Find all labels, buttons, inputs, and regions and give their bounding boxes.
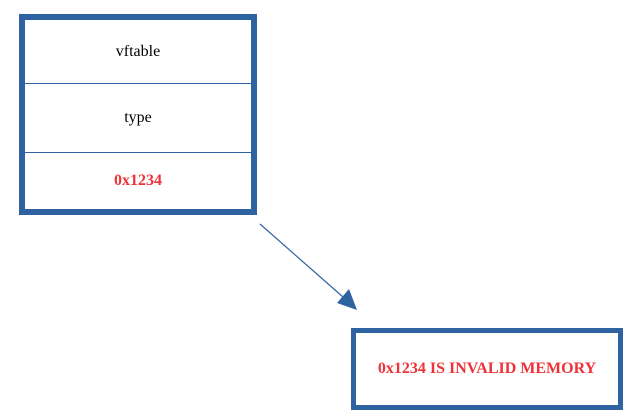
type-field: type [25,84,251,152]
field-divider [25,152,251,153]
vftable-label: vftable [115,42,161,60]
object-struct-box: vftable type 0x1234 [19,14,257,215]
arrow-head [337,289,357,310]
invalid-memory-box: 0x1234 IS INVALID MEMORY [351,328,623,410]
vftable-field: vftable [25,20,251,83]
invalid-memory-label: 0x1234 IS INVALID MEMORY [377,360,597,377]
type-label: type [124,109,152,126]
pointer-value-label: 0x1234 [114,172,162,189]
field-divider [25,83,251,84]
pointer-field: 0x1234 [25,153,251,209]
arrow-line [259,223,344,298]
